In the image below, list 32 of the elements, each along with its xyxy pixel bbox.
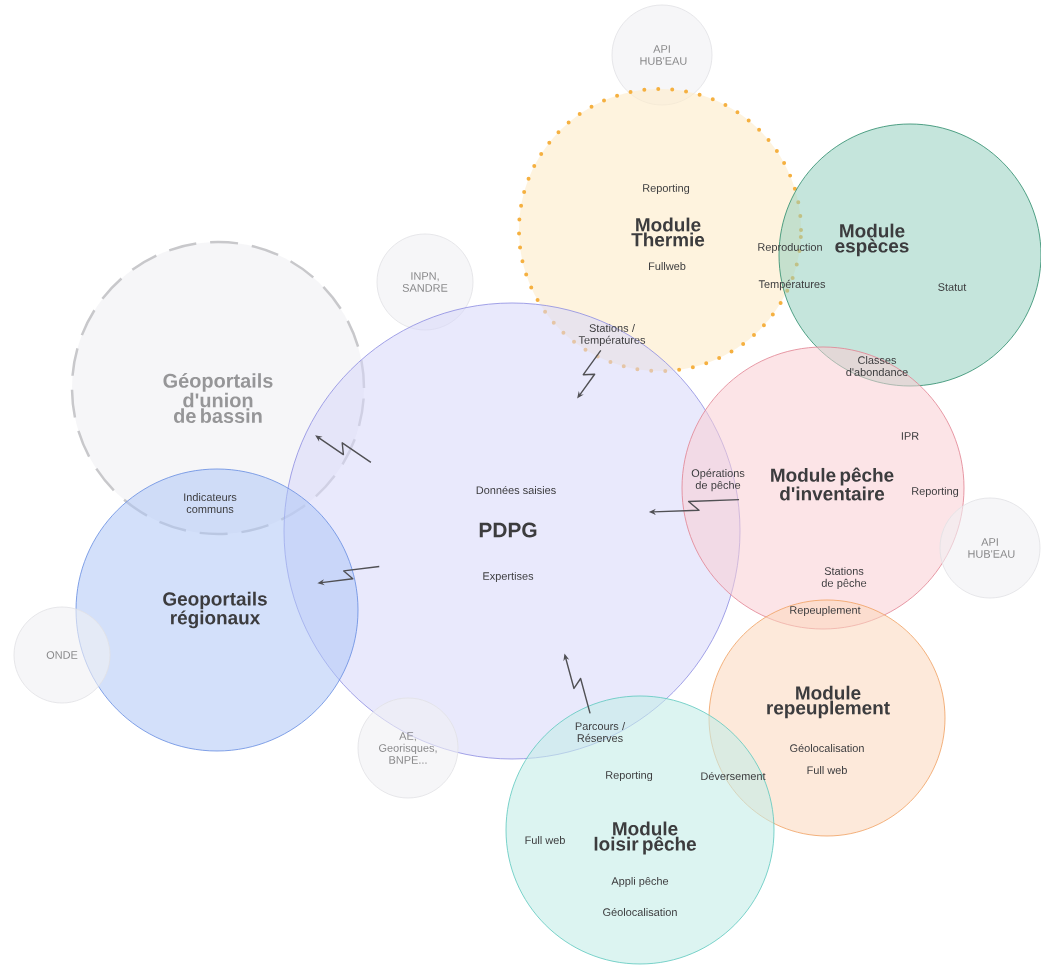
feature-text: Full web [525, 836, 565, 844]
feature-text: Reporting [643, 183, 690, 195]
feature-text: Full web [807, 766, 847, 774]
feature-text: Expertises [483, 571, 534, 583]
feature-text: IPR [901, 432, 919, 440]
module-title: Module espèces [835, 223, 909, 257]
overlap-label: Classes d'abondance [846, 356, 908, 376]
feature-text: Géolocalisation [790, 743, 864, 753]
overlap-label: Parcours / Réserves [575, 722, 626, 742]
overlap-label: Températures [758, 279, 826, 291]
arrow [315, 435, 372, 464]
overlap-label: Reproduction [758, 242, 822, 254]
module-title: PDPG [479, 522, 537, 538]
feature-text: Fullweb [649, 262, 686, 271]
module-title: Module pêche d'inventaire [771, 467, 894, 501]
feature-text: Stations de pêche [821, 566, 867, 590]
module-title: Module loisir pêche [594, 821, 696, 855]
module-title: Module repeuplement [767, 685, 890, 719]
feature-text: Appli pêche [611, 876, 669, 888]
module-title: Module Thermie [631, 217, 705, 247]
overlap-label: Opérations de pêche [691, 468, 745, 492]
feature-text: Reporting [912, 486, 959, 498]
feature-text: Statut [938, 283, 967, 291]
feature-text: Données saisies [476, 485, 556, 495]
overlap-label: Stations / Températures [578, 323, 646, 347]
module-title: Geoportails régionaux [163, 591, 267, 629]
feature-text: Reporting [606, 770, 653, 782]
feature-text: Géolocalisation [603, 907, 677, 917]
overlap-label: Déversement [701, 771, 766, 781]
module-title: Géoportails d'union de bassin [163, 373, 273, 423]
overlap-label: Repeuplement [790, 605, 861, 617]
overlap-label: Indicateurs communs [184, 493, 237, 513]
